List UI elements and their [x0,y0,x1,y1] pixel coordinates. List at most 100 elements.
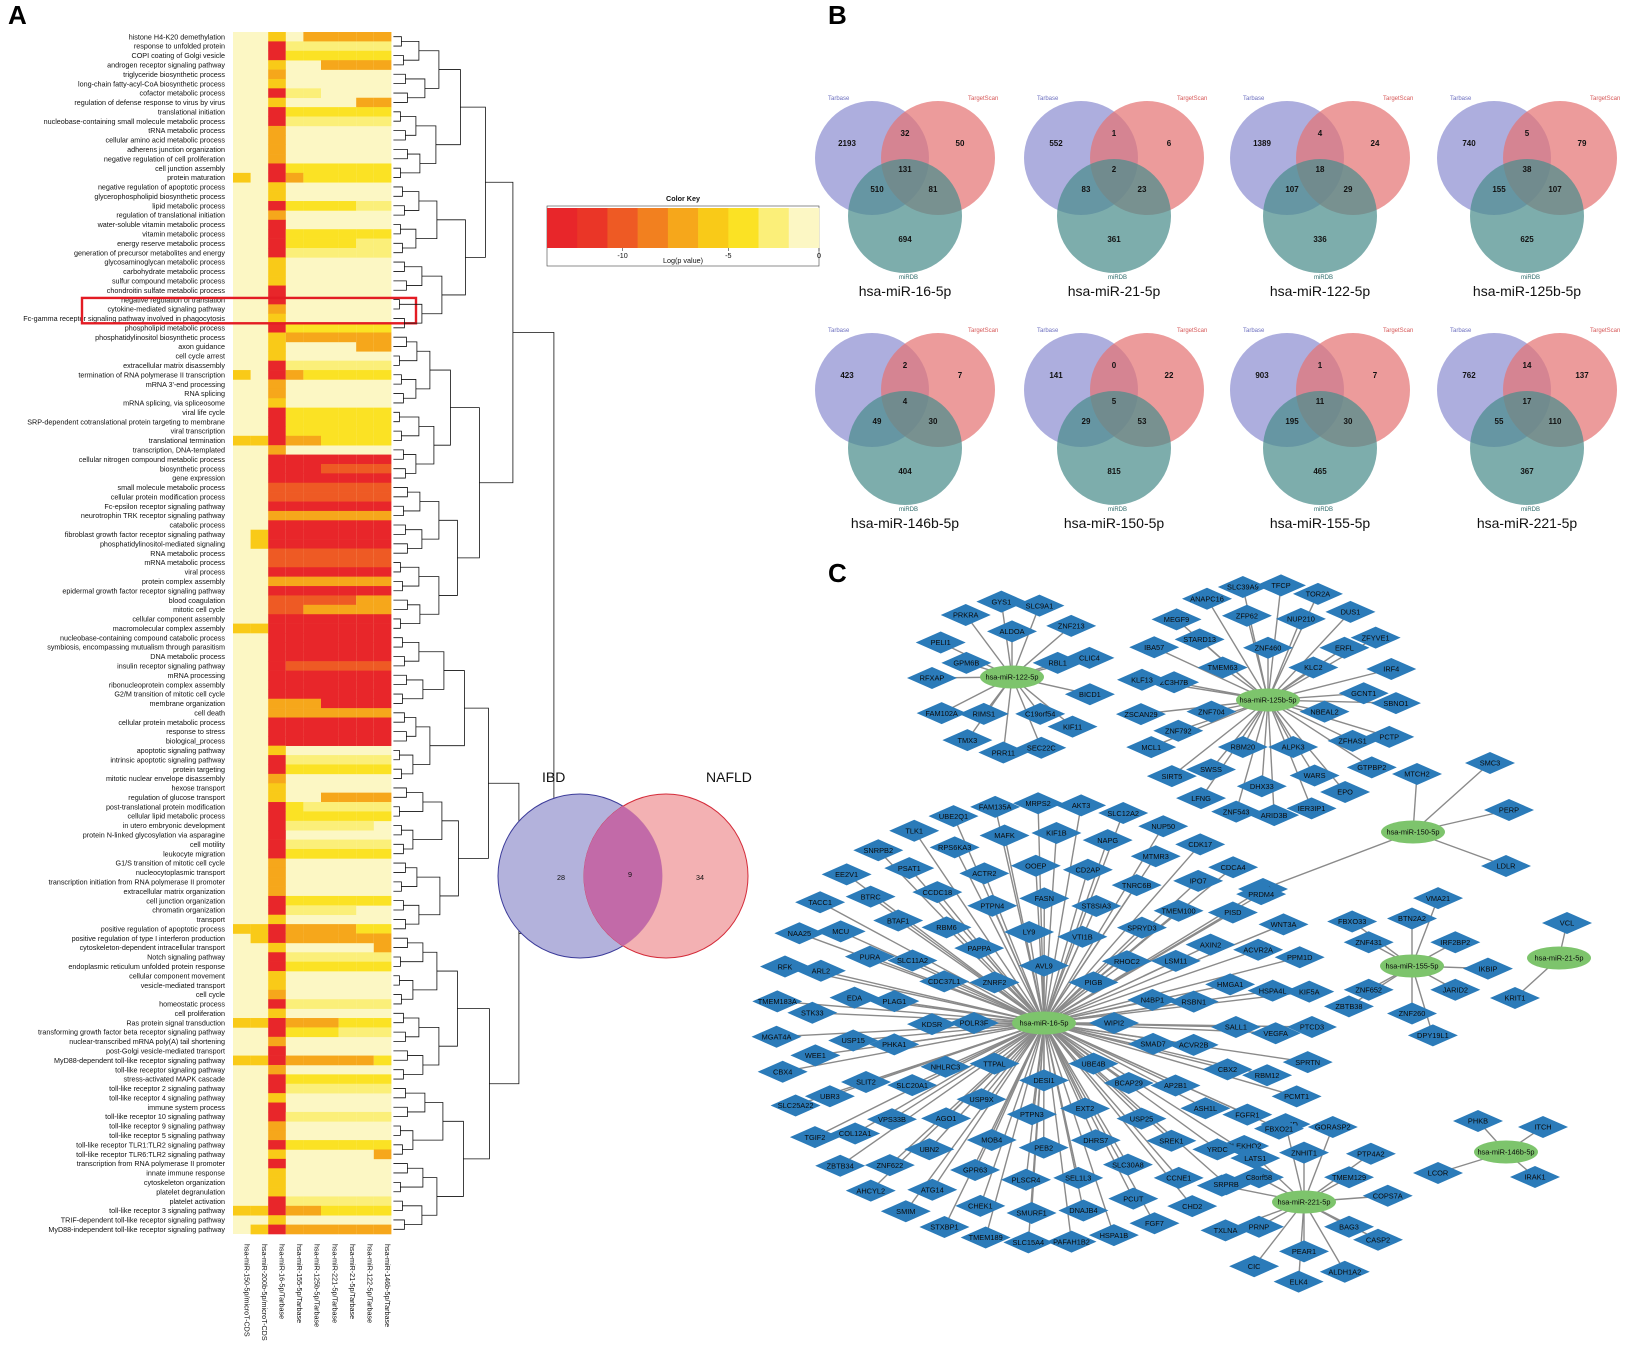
venn-circle-mirdb [1057,391,1171,505]
gene-node-shape [790,1044,841,1067]
gene-node: CASP2 [1366,1235,1390,1244]
dendrogram-link [479,181,514,484]
heatmap-cell [373,163,392,174]
heatmap-cell [303,961,321,972]
mirna-hub-shape [1272,1190,1336,1214]
dendrogram-link [418,576,440,615]
dendrogram-link [393,1181,401,1193]
heatmap-cell [303,1196,321,1207]
heatmap-row-label: toll-like receptor 3 signaling pathway [109,1206,225,1215]
network-edge [1267,611,1351,701]
heatmap-cell [268,895,286,906]
heatmap-cell [356,755,374,765]
gene-node: NAA25 [788,929,811,938]
venn-count: 38 [1523,165,1532,174]
dendrogram-link [393,261,405,272]
heatmap-cell [356,933,374,944]
heatmap-cell [373,426,392,437]
heatmap-row-label: cell proliferation [175,1009,225,1018]
gene-node-shape [1465,752,1515,774]
venn-label-targetscan: TargetScan [1177,328,1207,334]
heatmap-cell [373,247,392,258]
heatmap-cell [356,717,374,728]
heatmap-row-label: mitotic cell cycle [173,605,225,614]
heatmap-cell [356,247,374,258]
heatmap-cell [268,1215,286,1225]
gene-node: SPRTN [1295,1058,1320,1067]
heatmap-cell [250,623,269,634]
color-key-xlabel: Log(p value) [663,256,703,265]
heatmap-cell [356,567,374,577]
gene-node: USP9X [969,1095,993,1104]
heatmap-cell [268,764,286,775]
gene-node: FGFR1 [1235,1110,1259,1119]
gene-node: SLC12A2 [1107,809,1139,818]
color-key-swatch [698,208,729,248]
network-edge [1303,1201,1346,1273]
dendrogram-link [402,191,420,211]
heatmap-cell [303,247,321,258]
heatmap-cell [268,1111,286,1122]
venn-count: 404 [898,467,912,476]
gene-node-shape [853,839,904,862]
heatmap-row-label: sulfur compound metabolic process [112,276,225,285]
gene-node-shape [1186,758,1237,781]
gene-node: GYS1 [992,597,1012,606]
venn-count: 141 [1049,371,1063,380]
gene-node-shape [1236,775,1287,798]
venn-circle-mirdb [1057,159,1171,273]
heatmap-cell [373,1027,392,1038]
heatmap-cell [373,595,392,606]
heatmap-cell [303,999,321,1009]
venn-count: 0 [1112,361,1117,370]
heatmap-row-label: G1/S transition of mitotic cell cycle [116,859,225,868]
gene-node-shape [1168,1033,1219,1056]
heatmap-cell [303,670,321,681]
heatmap-cell [321,604,339,615]
mirna-hub-shape [1474,1140,1538,1164]
heatmap-cell [268,144,286,155]
network-edge [1043,869,1089,1024]
heatmap-cell [338,924,357,934]
heatmap-row-label: Fc-gamma receptor signaling pathway invo… [23,314,225,323]
dendrogram-link [400,604,421,625]
gene-node-shape [1167,1195,1218,1218]
heatmap-cell [338,661,357,671]
dendrogram-link [399,341,418,362]
heatmap-cell [373,229,392,239]
gene-node: SEL1L3 [1065,1174,1091,1183]
gene-node: MEGF9 [1164,615,1189,624]
gene-node: DUS1 [1341,608,1361,617]
gene-node: NHLRC3 [931,1062,961,1071]
gene-node: RBM12 [1255,1071,1280,1080]
heatmap-cell [373,952,392,962]
gene-node-shape [1070,1129,1121,1152]
heatmap-cell [338,539,357,549]
gene-node-shape [1221,604,1272,627]
network-edge [943,1022,1045,1228]
gene-node: CDCA4 [1221,863,1246,872]
heatmap-cell [268,473,286,484]
heatmap-row-label: extracellular matrix disassembly [123,361,225,370]
gene-node-shape [1255,574,1306,597]
heatmap-cell [356,1205,374,1216]
venn-circle-mirdb [1470,159,1584,273]
gene-node-shape [1319,636,1370,659]
gene-node: ELK4 [1290,1277,1308,1286]
gene-node-shape [967,894,1018,917]
heatmap-cell [338,961,357,972]
gene-node-shape [907,1013,958,1036]
heatmap-cell [356,407,374,418]
gene-node-shape [751,1025,802,1048]
venn-label-tarbase: Tarbase [1243,96,1265,102]
heatmap-cell [285,895,304,906]
color-key-title: Color Key [666,194,700,203]
heatmap-cell [373,755,392,765]
heatmap-cell [268,745,286,756]
gene-node: FAM135A [979,803,1012,812]
heatmap-cell [268,999,286,1009]
venn-count: 510 [870,185,884,194]
gene-node: PIGB [1085,978,1103,987]
heatmap-cell [338,1018,357,1028]
gene-node-shape [830,1122,881,1145]
